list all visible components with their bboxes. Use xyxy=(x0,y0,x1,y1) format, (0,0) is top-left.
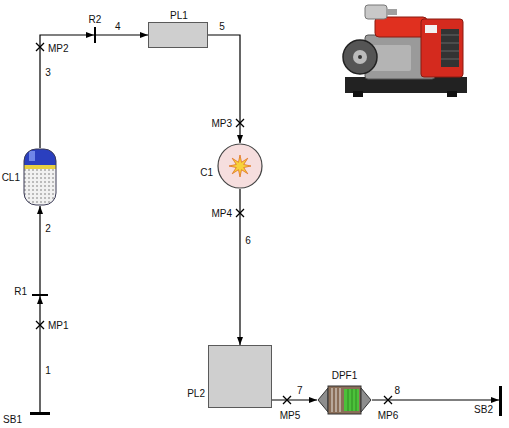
component-label: C1 xyxy=(200,167,213,178)
restriction-symbol: R1 xyxy=(32,294,48,296)
engine-illustration-part xyxy=(358,55,362,59)
component-label: PL1 xyxy=(170,10,188,21)
measuring-point-label: MP2 xyxy=(48,43,69,54)
measuring-point-label: MP1 xyxy=(48,320,69,331)
air-cleaner-band xyxy=(24,165,56,169)
component-label: PL2 xyxy=(187,388,205,399)
plenum-box: PL1 xyxy=(148,22,208,48)
pipe-connector xyxy=(39,296,40,412)
pipe-number: 3 xyxy=(44,67,52,78)
pipe-number: 4 xyxy=(114,21,122,32)
component-label: DPF1 xyxy=(332,370,358,381)
component-label: SB2 xyxy=(474,404,493,415)
air-cleaner-outline xyxy=(23,148,57,206)
filter-housing xyxy=(328,386,361,414)
air-cleaner: CL1 xyxy=(23,148,57,206)
component-label: CL1 xyxy=(2,172,20,183)
engine-illustration-part xyxy=(375,17,427,37)
pipe-number: 2 xyxy=(44,223,52,234)
engine-illustration xyxy=(343,5,467,97)
component-label: R2 xyxy=(89,14,102,25)
engine-illustration-part xyxy=(343,40,377,74)
restriction-symbol: R2 xyxy=(94,27,96,43)
particulate-filter-outline xyxy=(317,384,372,416)
pipe-connector xyxy=(40,35,94,148)
filter-rib xyxy=(331,388,332,412)
engine-illustration-part xyxy=(441,35,459,36)
pipe-connector xyxy=(39,206,40,294)
air-cleaner-filter xyxy=(24,169,56,205)
pipe-number: 1 xyxy=(44,365,52,376)
engine-illustration-part xyxy=(441,29,459,67)
pipe-connector xyxy=(96,34,148,35)
combustion-spark xyxy=(229,155,251,177)
plenum-box: PL2 xyxy=(208,345,272,408)
filter-core xyxy=(344,389,359,411)
engine-illustration-part xyxy=(365,5,387,19)
filter-outlet-cone xyxy=(361,388,371,412)
pipe-number: 5 xyxy=(218,21,226,32)
component-label: R1 xyxy=(14,286,27,297)
component-label: SB1 xyxy=(3,414,22,425)
air-cleaner-body xyxy=(24,149,56,205)
measuring-point-label: MP5 xyxy=(280,410,301,421)
system-boundary: SB2 xyxy=(499,386,502,416)
measuring-point-label: MP6 xyxy=(378,410,399,421)
filter-core-line xyxy=(348,389,349,411)
cylinder-outline xyxy=(218,144,262,188)
engine-illustration-part xyxy=(425,25,437,33)
filter-rib xyxy=(339,388,340,412)
engine-illustration-part xyxy=(441,51,459,52)
filter-inlet-cone xyxy=(318,388,328,412)
engine-illustration-part xyxy=(353,50,367,64)
system-boundary: SB1 xyxy=(30,412,50,415)
engine-illustration-part xyxy=(421,19,463,77)
engine-illustration-part xyxy=(387,9,397,15)
cylinder-circle: C1 xyxy=(217,143,263,189)
pipe-number: 7 xyxy=(296,385,304,396)
air-cleaner-border xyxy=(24,149,56,205)
engine-illustration-part xyxy=(447,91,457,97)
particulate-filter: DPF1 xyxy=(317,384,372,416)
measuring-point-label: MP3 xyxy=(211,118,232,129)
pipe-connector xyxy=(272,399,317,400)
pipe-number: 6 xyxy=(244,235,252,246)
filter-rib xyxy=(335,388,336,412)
filter-core-line xyxy=(352,389,353,411)
engine-illustration-part xyxy=(441,43,459,44)
pipe-connector xyxy=(239,189,240,345)
engine-illustration-part xyxy=(441,59,459,60)
engine-illustration-part xyxy=(353,91,363,97)
air-cleaner-shine xyxy=(29,151,35,161)
pipe-connector xyxy=(208,35,240,143)
filter-core-line xyxy=(356,389,357,411)
measuring-point-label: MP4 xyxy=(211,208,232,219)
cylinder-circle-outline xyxy=(217,143,263,189)
pipe-number: 8 xyxy=(394,385,402,396)
pipe-connector xyxy=(372,399,499,400)
